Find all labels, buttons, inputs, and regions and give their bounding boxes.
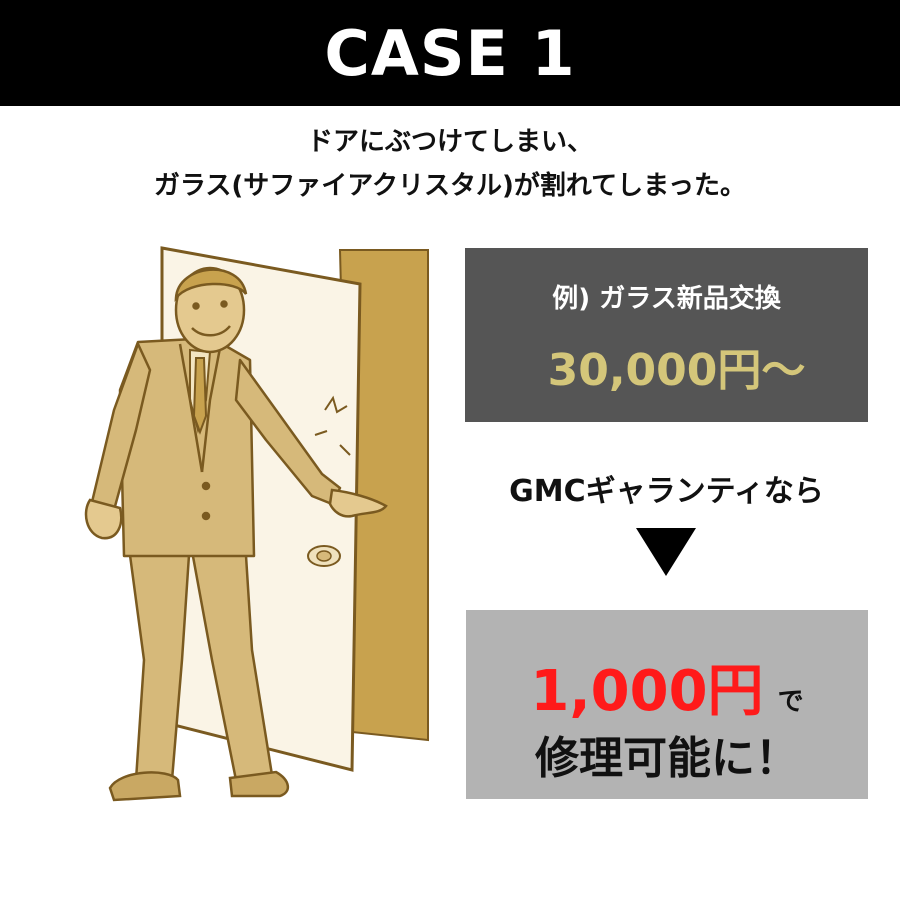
- result-line1: 1,000円で: [466, 646, 868, 727]
- result-suffix: で: [777, 687, 804, 717]
- price-box: 例) ガラス新品交換 30,000円〜: [465, 248, 868, 422]
- result-line2: 修理可能に！: [535, 733, 799, 784]
- triangle-down-icon: [636, 528, 696, 576]
- door-knob: [307, 545, 341, 567]
- case-description: ドアにぶつけてしまい、 ガラス(サファイアクリスタル)が割れてしまった。: [0, 120, 900, 208]
- man-door-illustration: [84, 246, 429, 802]
- price-label: 例) ガラス新品交換: [552, 284, 781, 314]
- case-description-line2: ガラス(サファイアクリスタル)が割れてしまった。: [153, 171, 747, 201]
- result-price: 1,000円: [530, 659, 764, 724]
- man-hand: [328, 488, 388, 518]
- result-box: 1,000円で 修理可能に！: [466, 610, 868, 799]
- man-shoes: [108, 770, 289, 802]
- header-bar: CASE 1: [0, 0, 900, 106]
- case-description-line1: ドアにぶつけてしまい、: [306, 127, 593, 157]
- case-title: CASE 1: [324, 16, 576, 90]
- man-fist: [84, 498, 123, 540]
- man-head: [174, 266, 248, 354]
- man-lapels: [178, 343, 222, 521]
- guarantee-text: GMCギャランティなら: [509, 474, 824, 509]
- impact-marks: [314, 395, 351, 456]
- price-value: 30,000円〜: [547, 345, 806, 396]
- man-jacket: [90, 336, 342, 558]
